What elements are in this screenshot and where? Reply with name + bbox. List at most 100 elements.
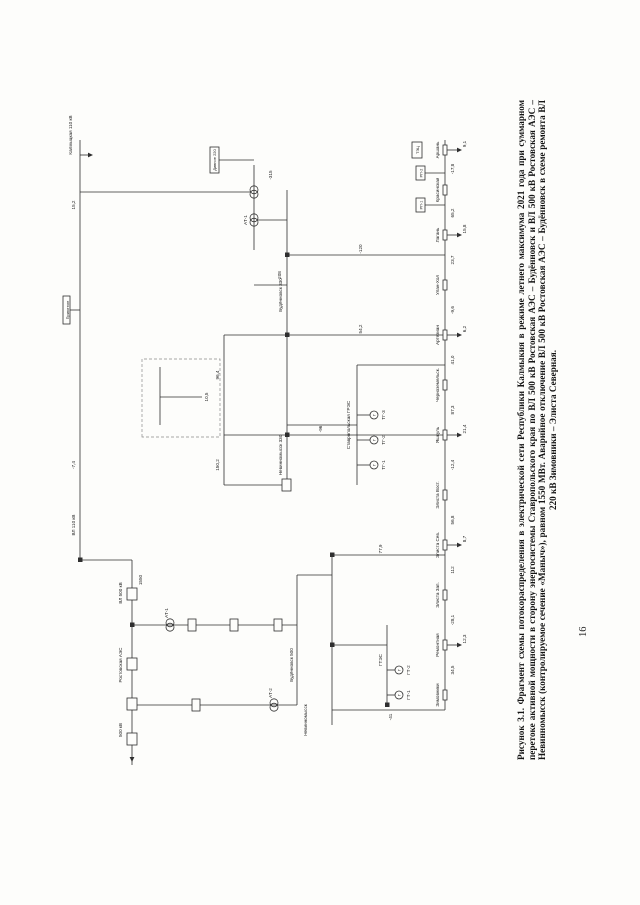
substation-box bbox=[126, 697, 138, 711]
bus-node bbox=[442, 489, 448, 501]
diagram-label: 65,2 bbox=[450, 208, 455, 217]
diagram-label: 12,3 bbox=[462, 634, 467, 643]
substation-box bbox=[415, 165, 426, 181]
diagram-label: -28,1 bbox=[450, 614, 455, 625]
diagram-label: -315 bbox=[268, 170, 273, 180]
diagram-label: Красинская bbox=[435, 177, 440, 202]
diagram-label: 15,2 bbox=[71, 200, 76, 209]
diagram-label: 112 bbox=[450, 566, 455, 574]
diagram-label: ВЛ 110 кВ bbox=[71, 515, 76, 536]
transformer-icon bbox=[249, 189, 259, 199]
diagram-label: ГТ-2 bbox=[406, 665, 411, 675]
substation-box bbox=[415, 197, 426, 213]
transformer-icon bbox=[269, 698, 279, 708]
diagram-label: Черноземельск. bbox=[435, 368, 440, 402]
diagram-label: Будённовск 500 bbox=[289, 648, 294, 682]
transformer-icon bbox=[165, 622, 175, 632]
flow-arrow-icon bbox=[457, 432, 462, 438]
diagram-label: 10,5 bbox=[204, 392, 209, 401]
bus-node bbox=[442, 279, 448, 291]
substation-box bbox=[229, 618, 239, 632]
diagram-label: 6,2 bbox=[462, 325, 467, 332]
substation-box bbox=[273, 618, 283, 632]
diagram-label: 56,8 bbox=[450, 515, 455, 524]
diagram-label: -41 bbox=[388, 713, 393, 720]
diagram-label: ГТ-1 bbox=[406, 690, 411, 700]
bus-node bbox=[442, 429, 448, 441]
breaker-icon bbox=[285, 252, 290, 257]
diagram-label: Элиста Вост. bbox=[435, 481, 440, 508]
generator-letter: Г bbox=[372, 414, 376, 416]
diagram-label: Аршань bbox=[435, 141, 440, 158]
diagram-label: АТ-2 bbox=[268, 688, 273, 698]
breaker-icon bbox=[330, 552, 335, 557]
diagram-label: ТГ-2 bbox=[381, 435, 386, 445]
generator-icon bbox=[369, 410, 379, 420]
transformer-icon bbox=[249, 213, 259, 223]
generator-icon bbox=[369, 460, 379, 470]
breaker-icon bbox=[130, 622, 135, 627]
page-number: 16 bbox=[578, 626, 589, 638]
diagram-label: Яшкуль bbox=[435, 426, 440, 443]
substation-box bbox=[209, 146, 220, 174]
diagram-label: ВЛ 500 кВ bbox=[118, 582, 123, 603]
generator-icon bbox=[369, 435, 379, 445]
breaker-icon bbox=[78, 557, 83, 562]
flow-arrow-icon bbox=[457, 232, 462, 238]
diagram-label: РП-1 bbox=[420, 201, 424, 210]
diagram-label: 150,2 bbox=[215, 459, 220, 471]
transformer-icon bbox=[165, 618, 175, 628]
flow-arrow-icon bbox=[88, 152, 93, 158]
diagram-label: -9,6 bbox=[450, 306, 455, 314]
substation-box bbox=[187, 618, 197, 632]
generator-letter: Г bbox=[397, 669, 401, 671]
bus-node bbox=[442, 229, 448, 241]
diagram-label: -12,4 bbox=[450, 459, 455, 470]
bus-node bbox=[442, 379, 448, 391]
bus-node bbox=[442, 144, 448, 156]
diagram-label: ТГ-1 bbox=[381, 460, 386, 470]
bus-node bbox=[442, 689, 448, 701]
diagram-label: Ремонтная bbox=[435, 633, 440, 657]
diagram-label: 77,9 bbox=[378, 544, 383, 553]
diagram-label: Дивное 220 bbox=[212, 148, 217, 170]
diagram-label: ГТЭС bbox=[378, 653, 383, 666]
bus-node bbox=[442, 589, 448, 601]
diagram-label: Невинномысск 330 bbox=[278, 434, 283, 475]
breaker-icon bbox=[385, 702, 390, 707]
generator-icon bbox=[394, 665, 404, 675]
diagram-label: 87,3 bbox=[450, 405, 455, 414]
diagram-label: ТЭЦ bbox=[416, 146, 420, 154]
diagram-label: 54,2 bbox=[358, 324, 363, 333]
diagram-label: Будённовск 330 bbox=[278, 278, 283, 312]
substation-box bbox=[126, 732, 138, 746]
substation-box bbox=[62, 295, 71, 325]
substation-box bbox=[126, 587, 138, 601]
generator-letter: Г bbox=[372, 439, 376, 441]
diagram-label: -120 bbox=[358, 244, 363, 254]
flow-arrow-icon bbox=[457, 642, 462, 648]
diagram-label: Улан-Хол bbox=[435, 275, 440, 295]
transformer-icon bbox=[249, 185, 259, 195]
diagram-label: 96,4 bbox=[215, 370, 220, 379]
bus-node bbox=[442, 639, 448, 651]
diagram-label: 23,7 bbox=[450, 255, 455, 264]
diagram-label: 9,1 bbox=[462, 140, 467, 147]
flow-arrow-icon bbox=[129, 757, 135, 762]
diagram-label: 15,8 bbox=[462, 224, 467, 233]
generator-icon bbox=[394, 690, 404, 700]
bus-node bbox=[442, 329, 448, 341]
diagram-label: АТ-1 bbox=[164, 608, 169, 618]
breaker-icon bbox=[285, 332, 290, 337]
diagram-label: ТГ-3 bbox=[381, 410, 386, 420]
diagram-label: 34,5 bbox=[450, 665, 455, 674]
diagram-label: -17,8 bbox=[450, 163, 455, 174]
diagram-label: Ростовская АЭС bbox=[118, 647, 123, 683]
transformer-icon bbox=[269, 702, 279, 712]
diagram-label: Зимовники bbox=[435, 683, 440, 707]
diagram-label: Элиста Сев. bbox=[435, 532, 440, 558]
dashed-zone bbox=[141, 358, 221, 438]
breaker-icon bbox=[285, 432, 290, 437]
